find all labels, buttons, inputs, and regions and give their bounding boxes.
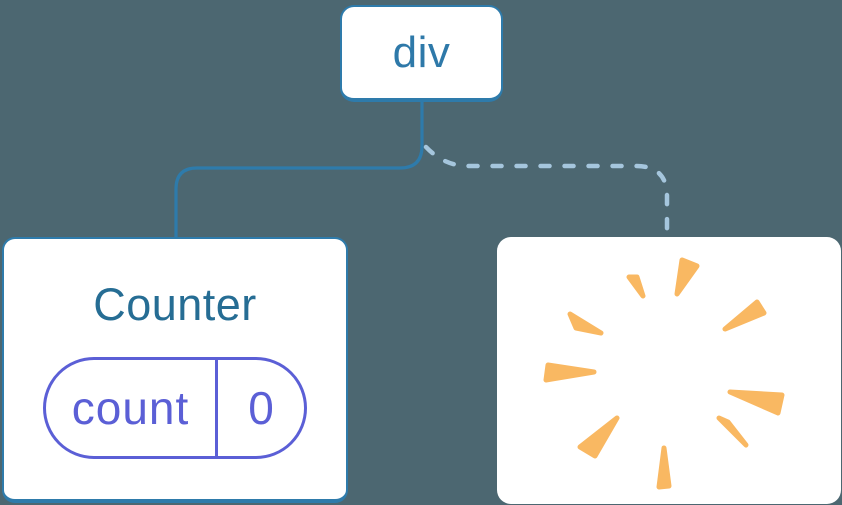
- dashed-connector-line: [423, 144, 670, 240]
- state-value: 0: [248, 382, 274, 434]
- state-key-label: count: [46, 360, 218, 456]
- root-node-label: div: [392, 27, 451, 77]
- state-pill: count 0: [43, 357, 307, 459]
- counter-title: Counter: [93, 279, 257, 330]
- counter-component-card: Counter count 0: [2, 237, 348, 503]
- solid-connector-line: [174, 101, 424, 239]
- root-node-div: div: [340, 5, 503, 102]
- removed-component-card: [497, 237, 841, 504]
